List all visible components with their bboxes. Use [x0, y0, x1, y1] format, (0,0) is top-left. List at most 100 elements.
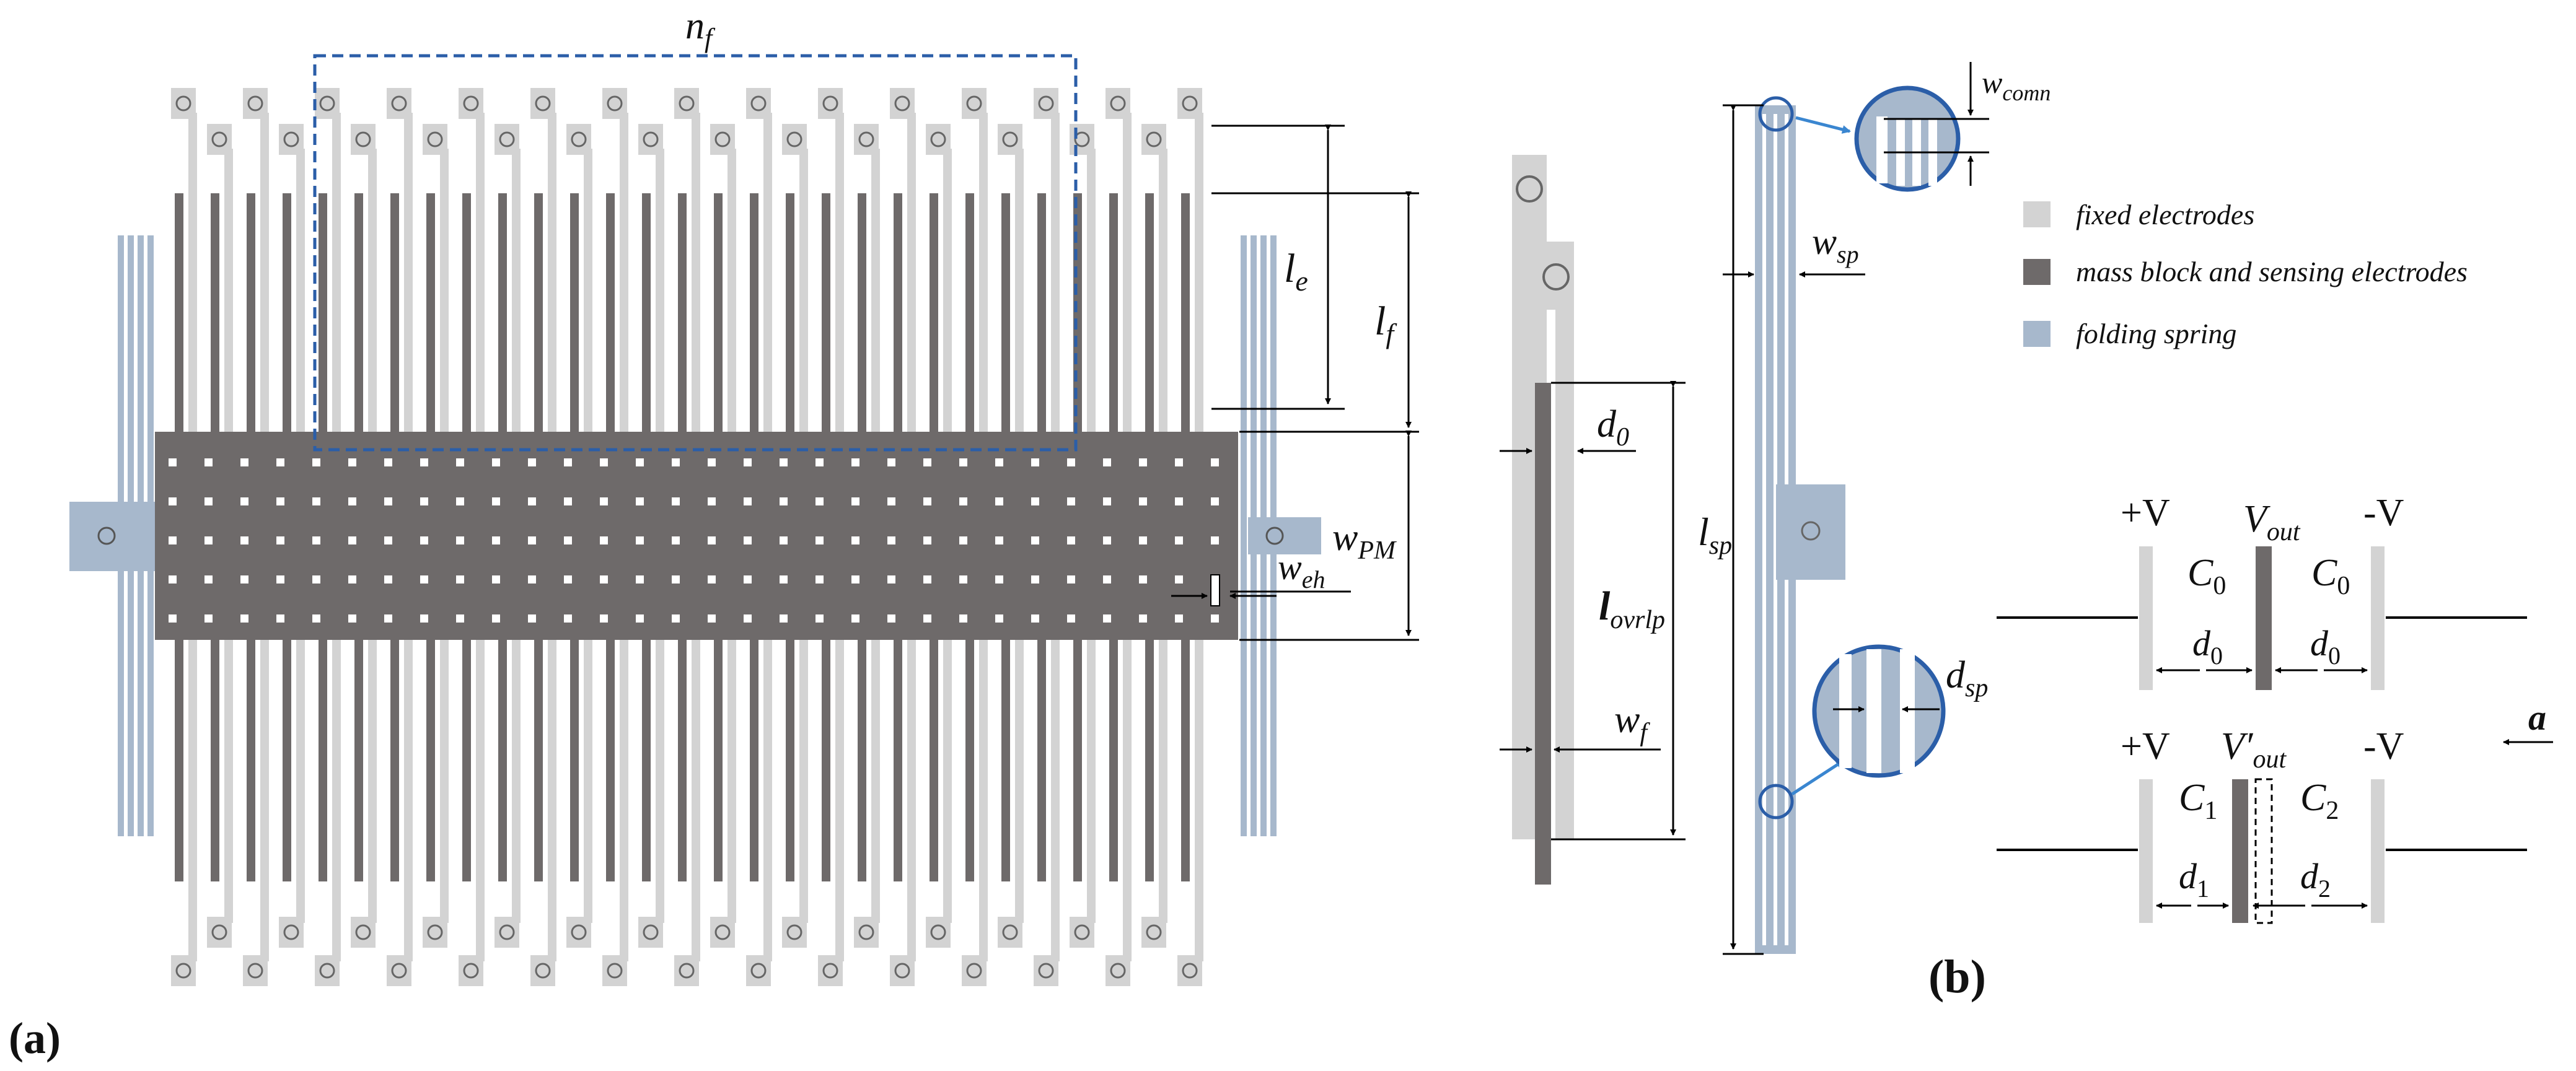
etch-hole [384, 497, 392, 505]
proof-mass [155, 432, 1238, 640]
fixed-electrode-finger [1051, 113, 1060, 432]
etch-hole [672, 575, 680, 584]
fixed-electrode-finger [692, 113, 700, 432]
fixed-electrode-finger [188, 640, 197, 961]
etch-hole [959, 536, 967, 544]
etch-hole [276, 614, 284, 623]
etch-hole [959, 458, 967, 466]
anchor-hole [822, 963, 838, 979]
fixed-electrode-finger [296, 640, 305, 923]
anchor-hole [427, 131, 443, 147]
bottom-c-left: C1 [2179, 777, 2217, 825]
fixed-electrode-finger [224, 149, 233, 432]
top-plus-v: +V [2121, 492, 2170, 534]
bottom-plus-v: +V [2121, 725, 2170, 767]
etch-hole [815, 575, 824, 584]
etch-hole [995, 458, 1003, 466]
panel-a-label: (a) [9, 1013, 61, 1063]
sensing-finger-top [858, 193, 866, 432]
top-c-right: C0 [2311, 552, 2350, 600]
nf-label: nf [685, 5, 716, 53]
etch-hole [204, 497, 213, 505]
fixed-electrode-finger [835, 640, 844, 961]
bottom-vout: V′out [2221, 725, 2287, 774]
anchor-hole [1074, 924, 1090, 940]
etch-hole [708, 536, 716, 544]
anchor-hole [714, 131, 731, 147]
etch-hole [564, 497, 572, 505]
legend-label-mass: mass block and sensing electrodes [2076, 256, 2468, 287]
bottom-d-left: d1 [2179, 856, 2209, 903]
sensing-finger-top [426, 193, 435, 432]
etch-hole [384, 614, 392, 623]
etch-hole [204, 458, 213, 466]
etch-hole [959, 497, 967, 505]
etch-hole [348, 458, 356, 466]
etch-hole [600, 497, 608, 505]
fixed-electrode-finger [188, 113, 197, 432]
fixed-electrode-finger [763, 640, 772, 961]
etch-hole [851, 536, 859, 544]
sensing-finger-bottom [606, 640, 615, 881]
etch-hole [420, 458, 428, 466]
etch-hole [1211, 614, 1219, 623]
anchor-hole [786, 924, 802, 940]
fixed-electrode-finger [1051, 640, 1060, 961]
etch-hole [348, 497, 356, 505]
etch-hole [815, 497, 824, 505]
etch-hole [1175, 458, 1183, 466]
fixed-electrode-finger [728, 149, 736, 432]
sensing-finger-top [786, 193, 794, 432]
etch-hole [1067, 536, 1075, 544]
fixed-electrode-finger [404, 640, 413, 961]
etch-hole [780, 458, 788, 466]
etch-hole [240, 614, 248, 623]
anchor-hole [175, 95, 191, 111]
anchor-hole [1038, 963, 1054, 979]
fixed-electrode-finger [799, 640, 808, 923]
etch-hole [887, 614, 895, 623]
etch-hole [851, 614, 859, 623]
etch-hole [492, 497, 500, 505]
etch-hole [1067, 497, 1075, 505]
etch-hole [600, 458, 608, 466]
anchor-hole [1146, 131, 1162, 147]
etch-hole [384, 536, 392, 544]
etch-hole [1175, 575, 1183, 584]
anchor-hole [714, 924, 731, 940]
etch-hole [240, 536, 248, 544]
etch-hole [204, 536, 213, 544]
sensing-finger-top [678, 193, 687, 432]
etch-hole [851, 575, 859, 584]
sensing-finger-bottom [319, 640, 327, 881]
etch-hole [636, 458, 644, 466]
fixed-electrode-finger [943, 149, 952, 432]
etch-hole [528, 458, 536, 466]
etch-hole [1175, 614, 1183, 623]
etch-hole [492, 458, 500, 466]
fixed-electrode-finger [835, 113, 844, 432]
anchor-hole [930, 131, 946, 147]
sensing-finger-bottom [1073, 640, 1082, 881]
etch-hole [959, 575, 967, 584]
fixed-electrode-finger [584, 640, 592, 923]
sensing-finger-bottom [211, 640, 219, 881]
anchor-right [1248, 517, 1321, 554]
fixed-electrode-finger [440, 640, 449, 923]
etch-hole [1139, 536, 1147, 544]
sensing-finger-top [175, 193, 183, 432]
etch-hole [420, 497, 428, 505]
sensing-finger-bottom [462, 640, 471, 881]
etch-hole [887, 536, 895, 544]
sensing-finger-top [283, 193, 291, 432]
anchor-hole [571, 924, 587, 940]
anchor-hole [283, 924, 299, 940]
sensing-finger-top [211, 193, 219, 432]
fixed-electrode-finger [548, 113, 556, 432]
anchor-hole [966, 963, 982, 979]
anchor-hole [858, 924, 874, 940]
fixed-electrode-finger [943, 640, 952, 923]
fixed-electrode-finger [763, 113, 772, 432]
anchor-hole [1002, 131, 1018, 147]
